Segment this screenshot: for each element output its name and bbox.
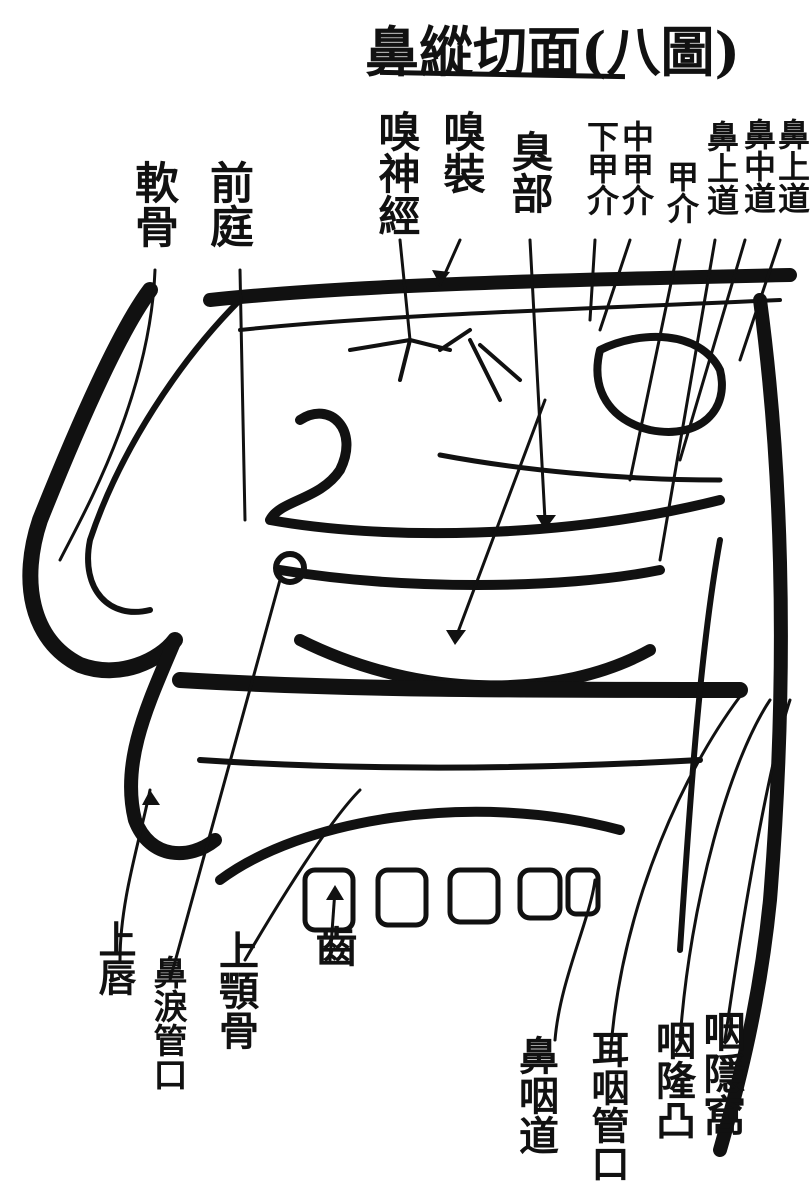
label-maxilla: 上顎骨	[215, 930, 255, 1050]
label-lacrimal-duct-opening: 鼻淚管口	[150, 955, 184, 1091]
label-vestibule: 前庭	[205, 160, 249, 248]
label-superior-meatus: 鼻上道	[705, 120, 737, 216]
label-olfactory-nerve: 嗅神經	[375, 110, 417, 236]
pharyngeal-wall-inner	[680, 540, 720, 950]
label-pharyngeal-recess: 咽隆凸	[652, 1020, 692, 1140]
hard-palate-lower	[200, 760, 700, 768]
label-middle-meatus: 鼻中道	[742, 118, 774, 214]
teeth-row	[305, 870, 598, 930]
label-upper-meatus-edge: 鼻上道	[776, 118, 808, 214]
hard-palate	[180, 680, 740, 690]
label-eustachian-opening: 耳咽管口	[588, 1030, 626, 1182]
inferior-turbinate-shape	[280, 570, 660, 585]
label-nasal-cartilage: 軟骨	[130, 160, 174, 248]
label-pharyngeal-pouch: 咽隱窩	[700, 1010, 742, 1136]
label-teeth: 齒	[312, 925, 354, 967]
nasal-roof	[210, 275, 790, 300]
olfactory-nerve-branches	[350, 330, 520, 400]
label-olfactory-part: 臭部	[508, 130, 550, 214]
label-olfactory-area: 嗅裝	[440, 110, 482, 194]
label-inferior-turbinate: 下甲介	[585, 120, 617, 216]
label-middle-turbinate: 中甲介	[620, 120, 652, 216]
nose-outline	[30, 290, 175, 670]
label-upper-lip: 上唇	[95, 920, 133, 996]
label-nasopharynx: 鼻咽道	[515, 1035, 555, 1155]
label-superior-turbinate: 甲介	[665, 160, 697, 224]
